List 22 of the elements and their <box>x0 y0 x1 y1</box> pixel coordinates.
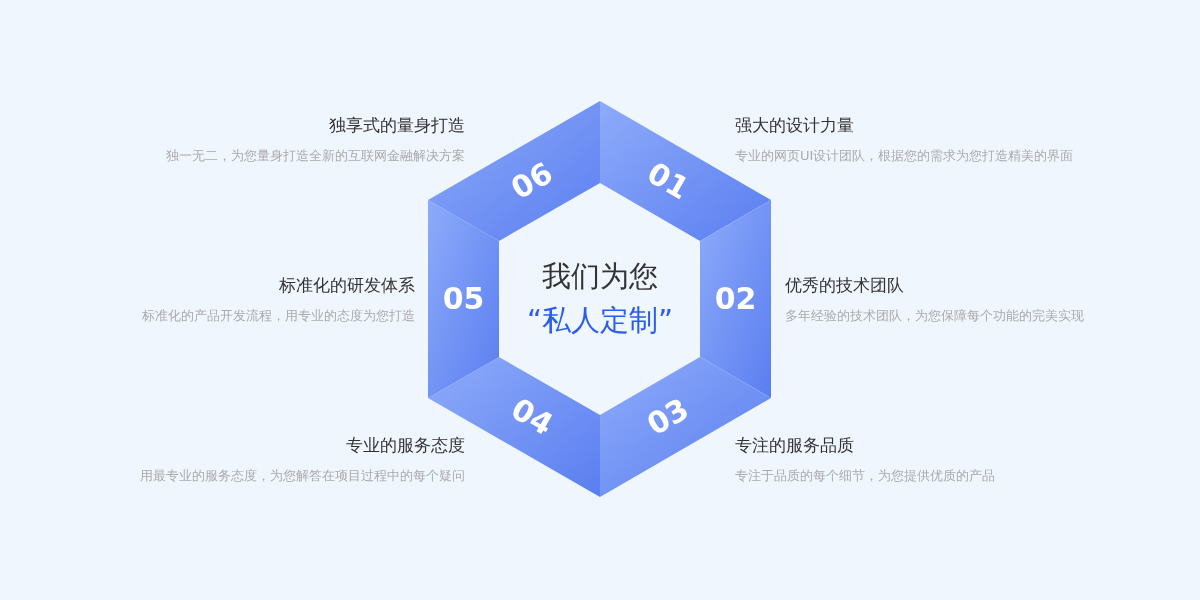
step-number: 01 <box>642 157 694 205</box>
hexagon-segment <box>428 200 499 398</box>
hexagon-segment <box>700 200 771 398</box>
feature-heading: 专业的服务态度 <box>346 434 465 457</box>
step-number: 06 <box>506 157 558 205</box>
center-title: 我们为您 <box>541 258 659 295</box>
step-number: 02 <box>714 284 757 314</box>
feature-description: 标准化的产品开发流程，用专业的态度为您打造 <box>142 307 415 325</box>
feature-description: 专业的网页UI设计团队，根据您的需求为您打造精美的界面 <box>735 147 1074 165</box>
feature-heading: 独享式的量身打造 <box>329 114 465 137</box>
feature-heading: 优秀的技术团队 <box>785 274 904 297</box>
hexagon-segment <box>600 101 771 241</box>
feature-heading: 标准化的研发体系 <box>279 274 415 297</box>
step-number: 03 <box>642 393 694 441</box>
feature-heading: 专注的服务品质 <box>735 434 854 457</box>
center-subtitle: “私人定制” <box>525 302 675 339</box>
feature-description: 专注于品质的每个细节，为您提供优质的产品 <box>735 467 995 485</box>
feature-description: 用最专业的服务态度，为您解答在项目过程中的每个疑问 <box>140 467 465 485</box>
feature-heading: 强大的设计力量 <box>735 114 854 137</box>
step-number: 05 <box>442 284 485 314</box>
feature-description: 多年经验的技术团队，为您保障每个功能的完美实现 <box>785 307 1084 325</box>
step-number: 04 <box>506 393 558 441</box>
